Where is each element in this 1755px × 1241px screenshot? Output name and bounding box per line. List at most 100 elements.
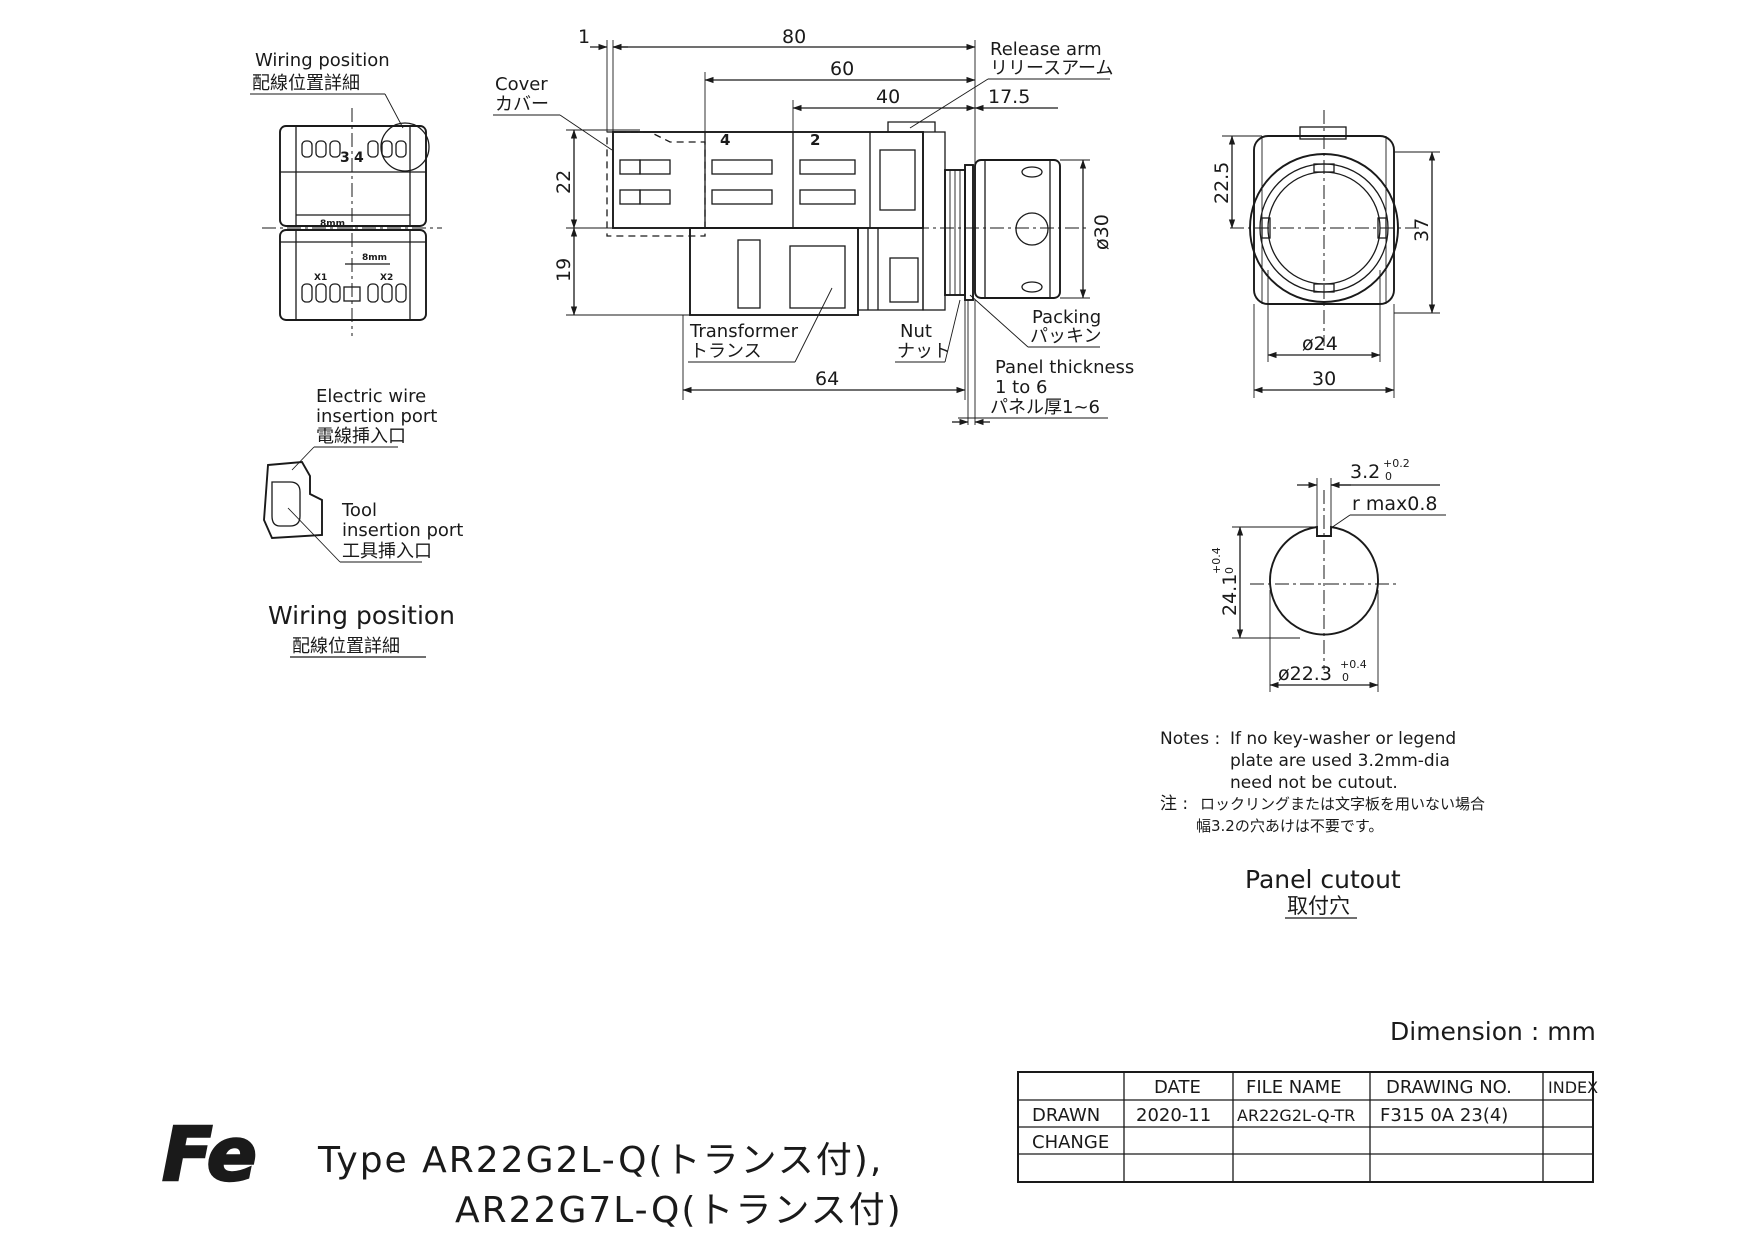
transformer-core	[789, 245, 846, 309]
note-en-2: plate are used 3.2mm-dia	[1230, 751, 1450, 771]
wiring-position-view: Wiring position 配線位置詳細 3 4 8mm 8mm X1 X2	[250, 50, 442, 336]
dim-60: 60	[830, 58, 854, 80]
contact-mark-2: 2	[810, 131, 820, 149]
wire-hole	[301, 283, 313, 303]
note-jp-label: 注 :	[1160, 794, 1188, 814]
terminal-cell	[799, 159, 856, 175]
dim-22-5: 22.5	[1211, 162, 1233, 204]
drawn-file-name: AR22G2L-Q-TR	[1237, 1106, 1355, 1125]
cover-label-jp: カバー	[495, 94, 549, 115]
company-logo: Fe	[161, 1111, 258, 1199]
dim-phi30: ø30	[1091, 214, 1113, 250]
panel-cutout-view: 3.2 +0.2 0 r max0.8 24.1 +0.4 0 ø22.3 +0…	[1160, 457, 1485, 919]
dim-22: 22	[553, 170, 575, 194]
leader-line	[287, 507, 341, 563]
r-max-label: r max0.8	[1352, 493, 1437, 515]
transformer-label-jp: トランス	[690, 341, 762, 362]
note-en-1: If no key-washer or legend	[1230, 729, 1456, 749]
terminal-block-upper	[279, 125, 427, 227]
header-file-name: FILE NAME	[1246, 1077, 1341, 1098]
header-index: INDEX	[1548, 1078, 1598, 1097]
wiring-section-title-en: Wiring position	[268, 601, 455, 630]
title-block: DATE FILE NAME DRAWING NO. INDEX DRAWN 2…	[1017, 1071, 1598, 1183]
leader-line	[794, 287, 833, 363]
dim-phi24: ø24	[1302, 333, 1338, 355]
tol-24-1-lower: 0	[1223, 567, 1236, 574]
wire-hole	[315, 140, 327, 158]
wiring-section-title-jp: 配線位置詳細	[292, 636, 400, 657]
wire-hole	[329, 140, 341, 158]
tool-port-shape	[271, 481, 301, 527]
insertion-port-detail: Electric wire insertion port 電線挿入口 Tool …	[263, 386, 463, 658]
wire-hole	[315, 283, 327, 303]
cover-label-en: Cover	[495, 74, 548, 95]
front-view: 22.5 37 ø24 30	[1211, 110, 1440, 398]
release-arm-top	[1299, 126, 1347, 140]
tool-port-label-en-2: insertion port	[342, 520, 463, 541]
tool-port-label-jp: 工具挿入口	[342, 541, 432, 562]
fe-logo: Fe	[162, 1112, 257, 1198]
terminal-block-lower	[279, 229, 427, 321]
terminal-label-3: 3	[340, 150, 350, 166]
drawn-date: 2020-11	[1136, 1105, 1211, 1126]
leader-line	[384, 93, 404, 129]
bezel-button	[1015, 212, 1049, 246]
leader-line	[944, 299, 961, 363]
note-jp-2: 幅3.2の穴あけは不要です。	[1196, 817, 1383, 835]
notes-label: Notes :	[1160, 729, 1220, 749]
panel-thickness-label-en-1: Panel thickness	[995, 357, 1134, 378]
mounting-frame	[922, 131, 946, 311]
wire-port-label-en-2: insertion port	[316, 406, 437, 427]
strip-length-label: 8mm	[320, 219, 345, 229]
tol-22-3-lower: 0	[1342, 671, 1349, 684]
bezel-lug	[1021, 281, 1043, 293]
cover-hidden-outline	[606, 131, 706, 237]
panel-thickness-label-en-2: 1 to 6	[995, 377, 1047, 398]
wire-hole	[329, 283, 341, 303]
dim-37: 37	[1411, 218, 1433, 242]
release-arm-label-en: Release arm	[990, 39, 1102, 60]
note-en-3: need not be cutout.	[1230, 773, 1398, 793]
tol-3-2-lower: 0	[1385, 470, 1392, 483]
wire-hole	[367, 283, 379, 303]
row-label-drawn: DRAWN	[1032, 1105, 1100, 1126]
wire-hole	[395, 283, 407, 303]
wire-hole	[395, 140, 407, 158]
transformer-coil	[737, 239, 761, 309]
strip-length-label: 8mm	[362, 253, 387, 263]
tol-24-1-upper: +0.4	[1210, 547, 1223, 574]
panel-thickness-label-jp: パネル厚1~6	[990, 397, 1100, 418]
packing-label-jp: パッキン	[1030, 326, 1101, 347]
terminal-cell	[889, 257, 919, 303]
bezel	[974, 159, 1061, 299]
wire-hole	[367, 140, 379, 158]
leader-line	[291, 446, 315, 471]
transformer-housing	[689, 227, 859, 316]
transformer-label-en: Transformer	[689, 321, 799, 342]
dim-phi22-3: ø22.3	[1278, 663, 1332, 685]
header-drawing-no: DRAWING NO.	[1386, 1077, 1512, 1098]
release-arm-label-jp: リリースアーム	[990, 58, 1113, 79]
terminal-cell	[619, 189, 641, 205]
contact-mark-4: 4	[720, 131, 730, 149]
port-outline	[263, 461, 323, 539]
wire-hole	[301, 140, 313, 158]
dim-80: 80	[782, 26, 806, 48]
dim-40: 40	[876, 86, 900, 108]
dim-64: 64	[815, 368, 839, 390]
cutout-outline	[1269, 525, 1379, 636]
dimension-unit: Dimension : mm	[1390, 1017, 1596, 1046]
terminal-cell	[799, 189, 856, 205]
nut-label-en: Nut	[900, 321, 932, 342]
row-label-change: CHANGE	[1032, 1132, 1109, 1153]
bezel-lug	[1021, 166, 1043, 178]
note-jp-1: ロックリングまたは文字板を用いない場合	[1200, 795, 1485, 813]
drawn-drawing-no: F315 0A 23(4)	[1380, 1105, 1508, 1126]
side-view: 1 80 60 40 17.5 22 19 64 4 2	[493, 26, 1134, 426]
panel-cutout-title-jp: 取付穴	[1287, 894, 1350, 918]
leader-line	[909, 78, 989, 129]
leader-line	[559, 114, 613, 151]
dim-17-5: 17.5	[988, 86, 1030, 108]
wiring-detail-label-en: Wiring position	[255, 50, 390, 71]
